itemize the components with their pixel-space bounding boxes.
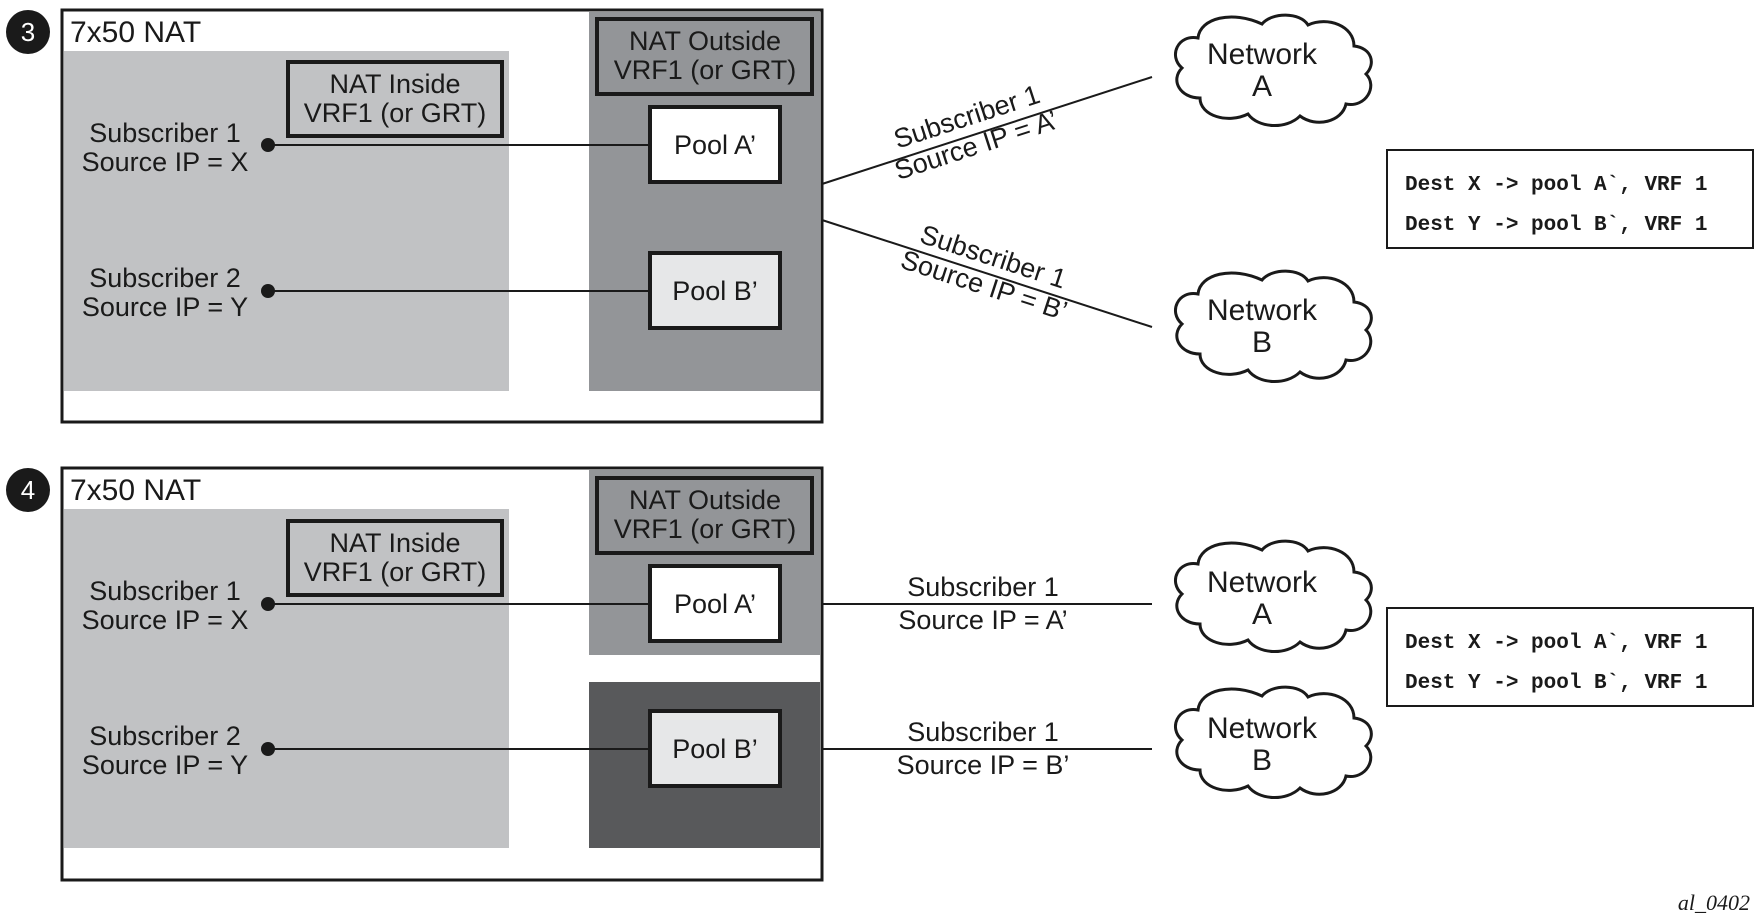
network-b-label: Network — [1207, 712, 1318, 745]
route-entry-2: Dest Y -> pool B`, VRF 1 — [1405, 214, 1707, 237]
pool-b-box — [648, 709, 782, 788]
nat-inside-label: NAT Inside — [329, 69, 460, 99]
step-badge — [6, 468, 50, 512]
subscriber-1-name: Subscriber 1 — [89, 118, 241, 148]
network-a-label: Network — [1207, 38, 1318, 71]
pool-b-label: Pool B’ — [672, 734, 758, 764]
nat-outside-vrf: VRF1 (or GRT) — [614, 514, 797, 544]
pool-a-label: Pool A’ — [674, 589, 756, 619]
pool-a-box — [648, 105, 782, 184]
subscriber-1-source-ip: Source IP = X — [82, 605, 249, 635]
pool-a-box — [648, 564, 782, 643]
step-number: 4 — [21, 475, 35, 505]
nat-outside-vrf: VRF1 (or GRT) — [614, 55, 797, 85]
network-b-letter: B — [1252, 744, 1272, 777]
subscriber-2-source-ip: Source IP = Y — [82, 292, 248, 322]
network-a-letter: A — [1252, 598, 1272, 631]
nat-inside-vrf: VRF1 (or GRT) — [304, 557, 487, 587]
step-badge — [6, 10, 50, 54]
nat-inside-vrf: VRF1 (or GRT) — [304, 98, 487, 128]
panel-step-4: 4 7x50 NAT NAT Inside VRF1 (or GRT) NAT … — [6, 466, 1754, 882]
subscriber-2-source-ip: Source IP = Y — [82, 750, 248, 780]
nat-outside-label-box — [595, 17, 814, 96]
nat-outside-label-box — [595, 476, 814, 555]
route-table-box — [1386, 149, 1754, 249]
link-a-source-ip: Source IP = A’ — [898, 605, 1067, 635]
panel-step-3: 3 7x50 NAT NAT Inside VRF1 (or GRT) NAT … — [6, 8, 1754, 424]
nat-outside-label: NAT Outside — [629, 26, 781, 56]
subscriber-1-source-ip: Source IP = X — [82, 147, 249, 177]
pool-b-label: Pool B’ — [672, 276, 758, 306]
nat-inside-label-box — [286, 519, 504, 597]
route-entry-2: Dest Y -> pool B`, VRF 1 — [1405, 672, 1707, 695]
figure-id: al_0402 — [1678, 890, 1750, 915]
subscriber-2-name: Subscriber 2 — [89, 263, 241, 293]
link-b-subscriber: Subscriber 1 — [907, 717, 1059, 747]
route-entry-1: Dest X -> pool A`, VRF 1 — [1405, 632, 1707, 655]
subscriber-2-name: Subscriber 2 — [89, 721, 241, 751]
nat-inside-label: NAT Inside — [329, 528, 460, 558]
network-b-label: Network — [1207, 294, 1318, 327]
step-number: 3 — [21, 17, 35, 47]
nat-inside-label-box — [286, 60, 504, 138]
panel-title: 7x50 NAT — [70, 474, 201, 507]
link-a-subscriber: Subscriber 1 — [907, 572, 1059, 602]
link-b-source-ip: Source IP = B’ — [897, 750, 1070, 780]
pool-a-label: Pool A’ — [674, 130, 756, 160]
route-table-box — [1386, 607, 1754, 707]
panel-title: 7x50 NAT — [70, 16, 201, 49]
link-to-network-b — [821, 219, 1153, 328]
network-b-letter: B — [1252, 326, 1272, 359]
nat-outside-label: NAT Outside — [629, 485, 781, 515]
network-a-letter: A — [1252, 70, 1272, 103]
link-to-network-a — [821, 76, 1153, 185]
network-a-label: Network — [1207, 566, 1318, 599]
pool-b-box — [648, 251, 782, 330]
route-entry-1: Dest X -> pool A`, VRF 1 — [1405, 174, 1707, 197]
subscriber-1-name: Subscriber 1 — [89, 576, 241, 606]
